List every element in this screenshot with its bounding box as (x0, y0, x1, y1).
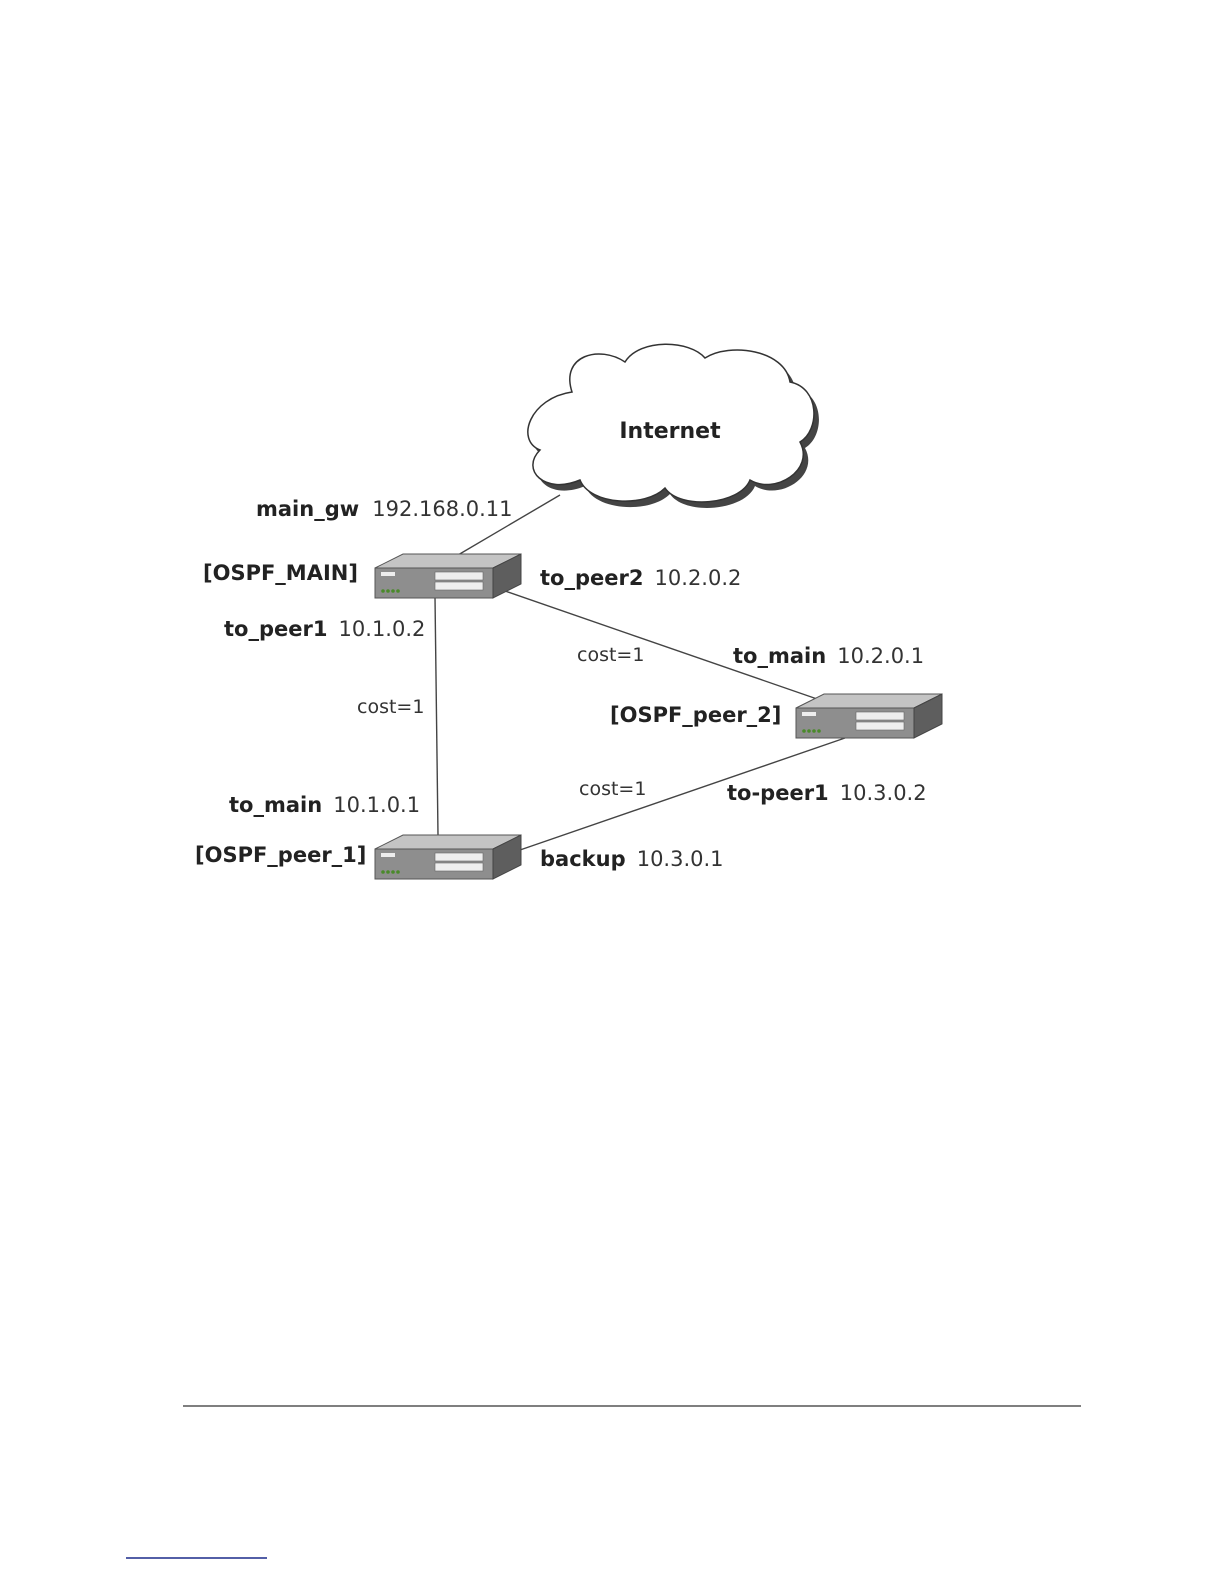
iface-name: to_main (733, 644, 826, 668)
iface-ip: 10.2.0.2 (655, 566, 742, 590)
cost-peer1-peer2: cost=1 (579, 778, 646, 800)
link-main-peer1 (435, 597, 438, 835)
iface-ip: 10.2.0.1 (837, 644, 924, 668)
cost-main-peer2: cost=1 (577, 644, 644, 666)
router-name-peer2: [OSPF_peer_2] (610, 703, 781, 727)
iface-ip: 10.1.0.1 (333, 793, 420, 817)
iface-peer1-to-main: to_main 10.1.0.1 (229, 793, 420, 817)
router-main (375, 554, 521, 598)
iface-name: to-peer1 (727, 781, 829, 805)
iface-name: to_peer1 (224, 617, 327, 641)
iface-name: to_peer2 (540, 566, 643, 590)
iface-peer1-backup: backup 10.3.0.1 (540, 847, 724, 871)
iface-main-gw: main_gw 192.168.0.11 (256, 497, 513, 521)
cost-main-peer1: cost=1 (357, 696, 424, 718)
iface-name: to_main (229, 793, 322, 817)
router-peer2 (796, 694, 942, 738)
iface-peer2-to-peer1: to-peer1 10.3.0.2 (727, 781, 927, 805)
iface-ip: 10.3.0.2 (840, 781, 927, 805)
router-name-peer1: [OSPF_peer_1] (195, 843, 366, 867)
iface-ip: 10.1.0.2 (339, 617, 426, 641)
iface-peer2-to-main: to_main 10.2.0.1 (733, 644, 924, 668)
iface-ip: 10.3.0.1 (637, 847, 724, 871)
iface-name: main_gw (256, 497, 359, 521)
iface-ip: 192.168.0.11 (372, 497, 512, 521)
internet-cloud: Internet (528, 344, 819, 508)
router-name-main: [OSPF_MAIN] (203, 561, 358, 585)
cloud-label: Internet (619, 419, 721, 444)
iface-main-to-peer1: to_peer1 10.1.0.2 (224, 617, 425, 641)
iface-name: backup (540, 847, 626, 871)
router-peer1 (375, 835, 521, 879)
iface-main-to-peer2: to_peer2 10.2.0.2 (540, 566, 741, 590)
